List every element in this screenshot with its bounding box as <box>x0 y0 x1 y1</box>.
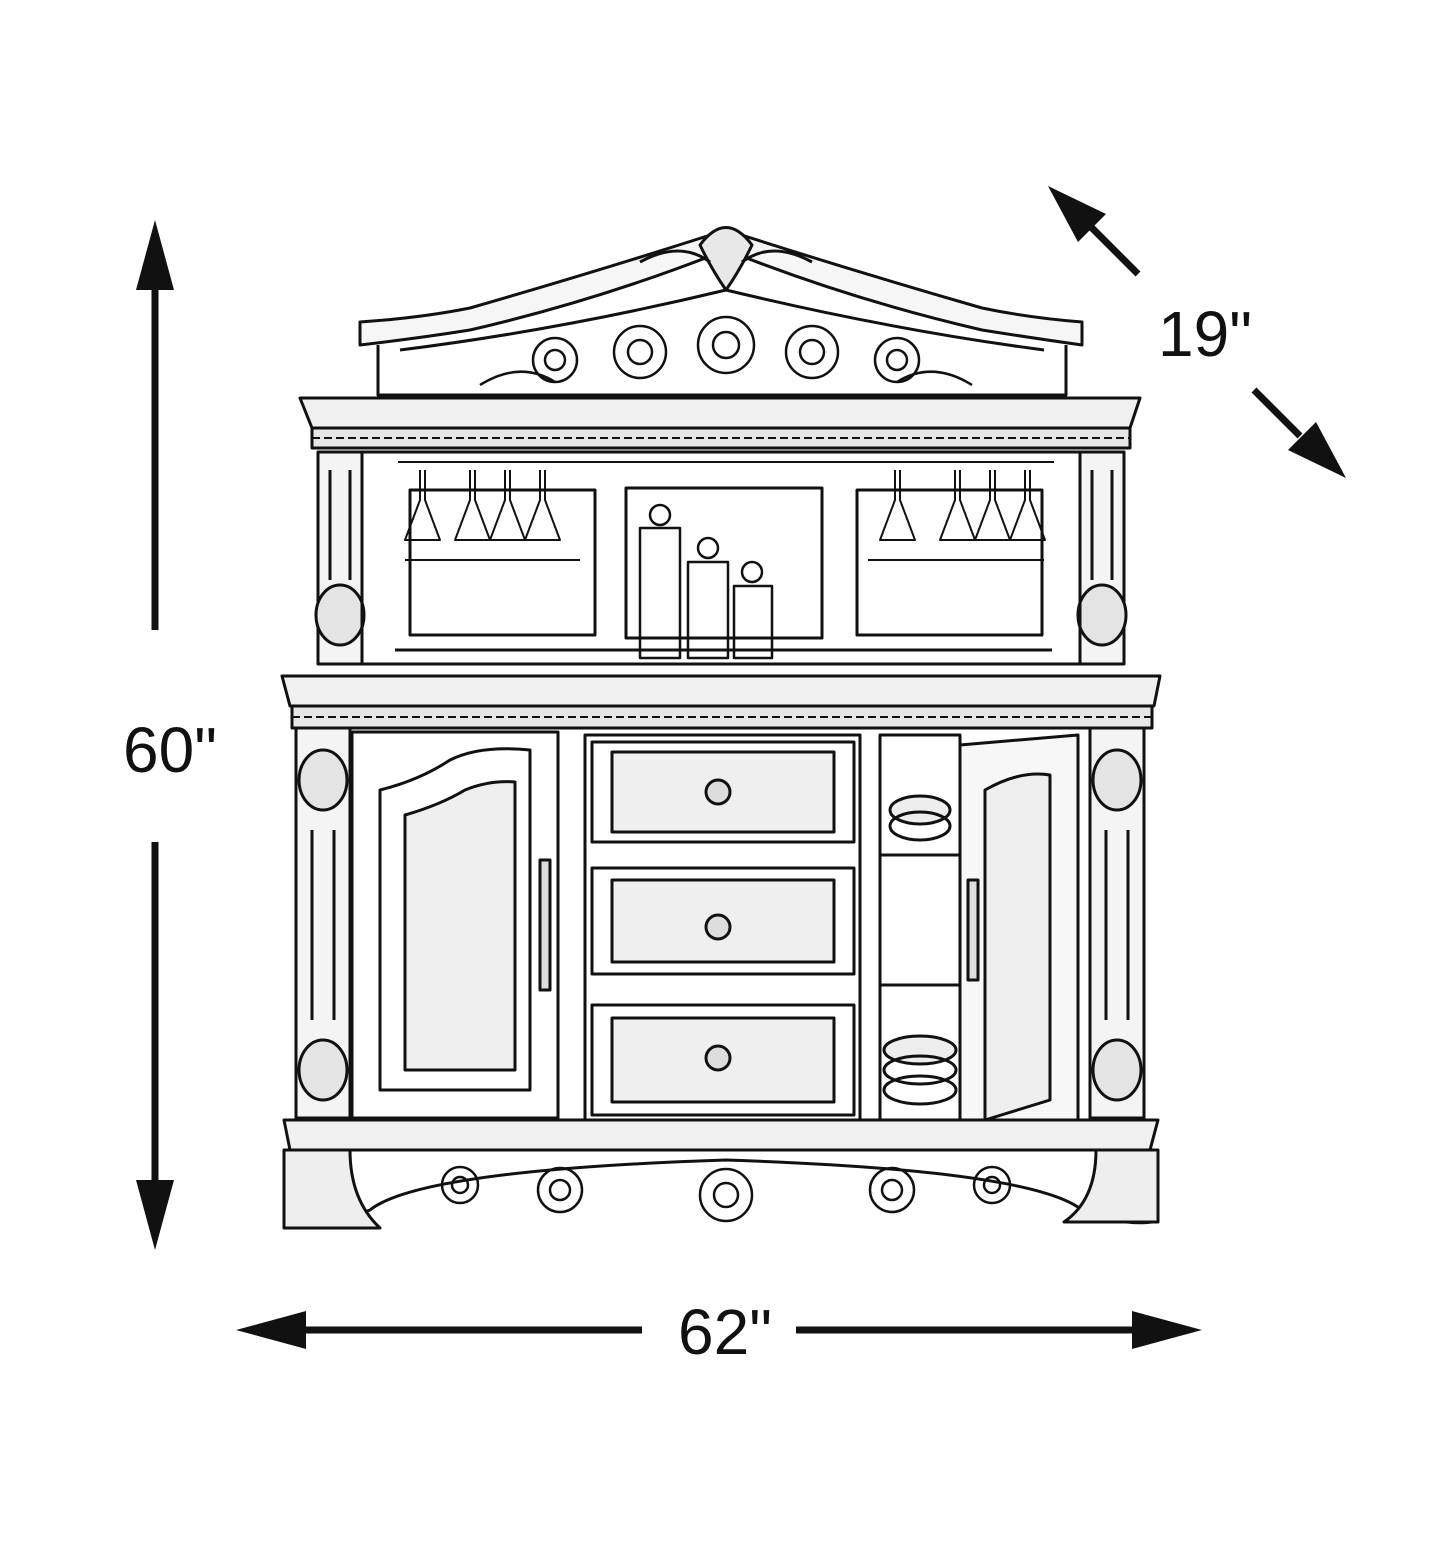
crown-finial <box>698 226 754 292</box>
width-arrow-left <box>236 1311 306 1349</box>
left-foot <box>282 1148 382 1230</box>
height-arrow-down <box>136 1180 174 1250</box>
width-arrow-right <box>1132 1311 1202 1349</box>
depth-line-lower <box>1251 387 1303 439</box>
crown-pediment <box>358 226 1084 397</box>
height-arrow-up <box>136 220 174 290</box>
depth-arrow-upper <box>1048 186 1106 242</box>
height-label: 60" <box>123 714 217 786</box>
buffet-base <box>282 1118 1160 1230</box>
left-door <box>350 730 560 1120</box>
plate-stack-top <box>888 794 952 826</box>
crown-scrollwork <box>479 315 973 387</box>
upper-cornice <box>298 396 1142 450</box>
depth-arrow-lower <box>1288 422 1346 478</box>
buffet-pilasters <box>294 726 1146 1120</box>
depth-dimension <box>1048 186 1346 478</box>
wine-glasses-left <box>404 470 580 561</box>
width-dimension <box>236 1311 1202 1349</box>
right-cabinet-open <box>878 733 962 1122</box>
height-dimension <box>136 220 174 1250</box>
hutch-columns <box>314 450 1128 666</box>
hutch-display <box>360 450 1082 666</box>
right-foot <box>1062 1148 1160 1224</box>
buffet-cornice <box>280 674 1162 730</box>
width-label: 62" <box>678 1296 772 1368</box>
hutch-illustration <box>280 226 1162 1230</box>
center-drawers <box>583 733 862 1122</box>
wine-glasses-right <box>868 470 1046 561</box>
right-door <box>958 733 1080 1152</box>
decanters <box>638 503 774 660</box>
base-scrollwork <box>440 1165 1012 1223</box>
depth-label: 19" <box>1158 298 1252 370</box>
depth-line-upper <box>1083 219 1141 277</box>
